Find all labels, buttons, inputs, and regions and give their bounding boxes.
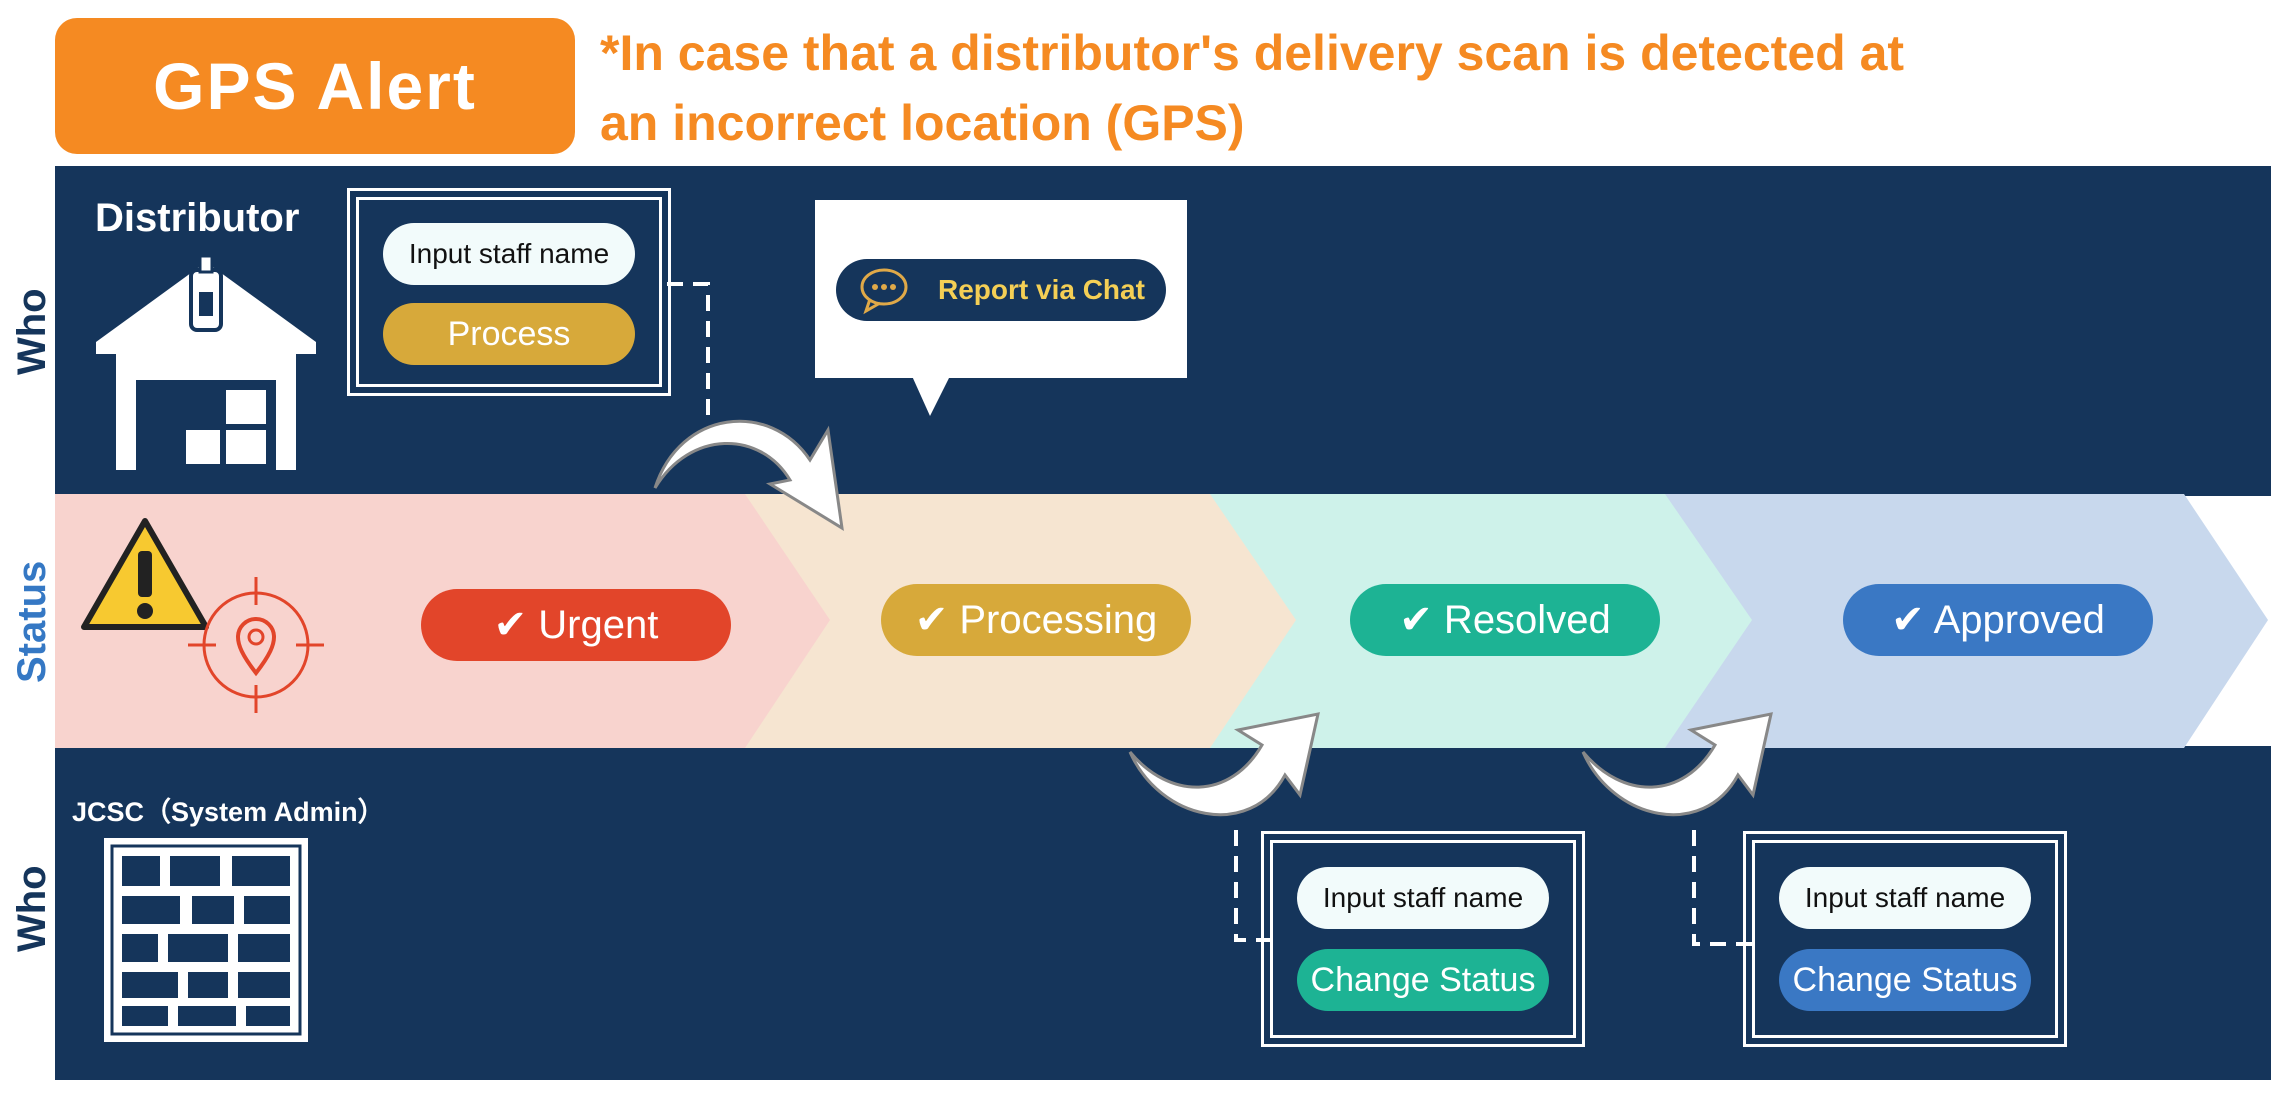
subtitle-line-2: an incorrect location (GPS) [600,95,1245,151]
process-button[interactable]: Process [383,303,635,365]
status-urgent: ✔ Urgent [421,589,731,661]
admin-logo-icon [104,838,308,1042]
admin-card-approved: Input staff name Change Status [1743,831,2067,1047]
warning-icon [81,518,209,630]
staff-name-input[interactable]: Input staff name [1779,867,2031,929]
report-via-chat-label: Report via Chat [938,274,1145,305]
subtitle-line-1: *In case that a distributor's delivery s… [600,25,1905,81]
change-status-button[interactable]: Change Status [1779,949,2031,1011]
admin-label: JCSC（System Admin） [72,797,385,827]
chat-bubble-tail [912,376,950,416]
connector-distributor [667,282,710,420]
report-via-chat-button[interactable]: Report via Chat [836,259,1166,321]
location-target-icon [188,577,324,713]
connector-admin-1 [1234,830,1270,942]
warehouse-icon [96,254,316,470]
status-label: Status [10,560,54,683]
connector-admin-2 [1692,830,1752,946]
chat-bubble-icon [860,268,908,315]
status-resolved: ✔ Resolved [1350,584,1660,656]
curved-arrow-1 [653,419,844,531]
staff-name-input[interactable]: Input staff name [1297,867,1549,929]
status-approved: ✔ Approved [1843,584,2153,656]
status-processing: ✔ Processing [881,584,1191,656]
title-badge: GPS Alert [55,18,575,154]
who-label-top: Who [10,288,54,375]
distributor-card: Input staff name Process [347,188,671,396]
curved-arrow-2 [1128,712,1320,817]
staff-name-input[interactable]: Input staff name [383,223,635,285]
admin-card-resolved: Input staff name Change Status [1261,831,1585,1047]
distributor-label: Distributor [95,196,300,240]
curved-arrow-3 [1581,712,1773,817]
subtitle: *In case that a distributor's delivery s… [600,18,2160,158]
who-label-bottom: Who [10,865,54,952]
change-status-button[interactable]: Change Status [1297,949,1549,1011]
